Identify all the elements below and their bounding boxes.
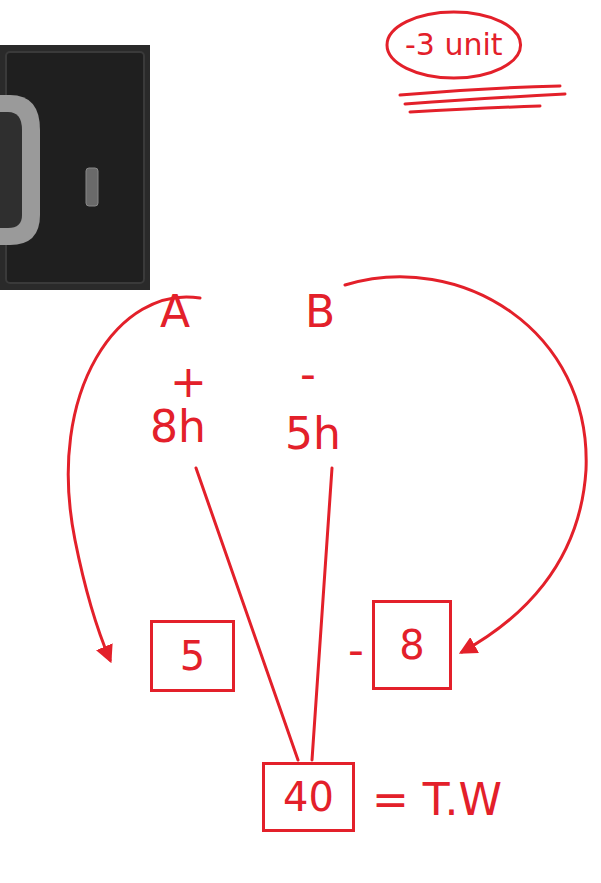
underline [405,94,565,104]
time-value: 8h [150,405,206,449]
total-box: 40 [262,762,355,832]
value-box: 8 [372,600,452,690]
cross-line [196,468,298,760]
underline [410,106,540,112]
node-text: 40 [283,777,334,817]
value-box: 5 [150,620,235,692]
annotation-strokes [68,86,586,760]
sign: - [348,628,364,672]
door-icon [0,45,150,290]
sign: - [300,352,316,396]
curved-arrow [345,277,586,652]
node-text: -3 unit [405,30,503,60]
underline [400,86,560,95]
time-value: 5h [285,412,341,456]
curved-arrow [68,297,200,660]
vessel-label: B [305,290,335,334]
cross-line [312,468,332,760]
node-text: 8 [399,625,424,665]
equation-note: = T.W [372,778,502,822]
vessel-label: A [160,290,190,334]
sign: + [170,360,207,404]
node-text: 5 [180,636,205,676]
circled-note: -3 unit [385,10,523,80]
